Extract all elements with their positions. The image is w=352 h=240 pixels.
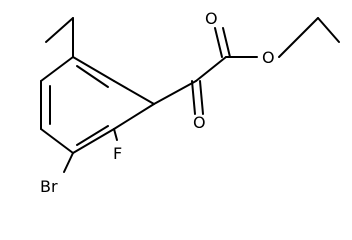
bond-c-f xyxy=(113,128,118,141)
atom-label-o-ester-carbonyl: O xyxy=(205,9,218,28)
bond-ring-c1-c2 xyxy=(40,56,74,82)
molecule-structure: Br F O O O xyxy=(40,9,340,196)
bond-ring-c3-c4 xyxy=(40,128,74,154)
atom-label-o-ketone: O xyxy=(193,113,206,132)
bond-ring-c4-c5-inner xyxy=(76,125,109,146)
bond-ring-c6-c7 xyxy=(113,80,155,105)
bond-keto-double-a xyxy=(191,80,196,115)
bond-ethyl-ch3 xyxy=(45,17,74,43)
bond-ester-double-b xyxy=(222,27,231,58)
bond-ester-double-a xyxy=(214,27,223,58)
atom-label-br: Br xyxy=(40,177,58,196)
bond-keto-ester xyxy=(195,56,227,82)
bond-ring-to-keto xyxy=(153,80,197,105)
bond-c-br xyxy=(63,152,74,173)
bond-ring-c7-c1 xyxy=(72,56,115,82)
bond-ring-c5-c6 xyxy=(113,103,155,130)
bond-ch2-ch3 xyxy=(317,17,340,43)
atom-label-o-ester-ether: O xyxy=(262,48,275,67)
atom-label-f: F xyxy=(113,144,122,163)
bond-lines xyxy=(40,17,340,173)
bond-ring-c4-c5 xyxy=(72,128,115,154)
bond-o-ch2 xyxy=(278,17,319,58)
bond-ring-c7-c1-inner xyxy=(76,65,109,88)
bond-keto-double-b xyxy=(199,80,204,115)
